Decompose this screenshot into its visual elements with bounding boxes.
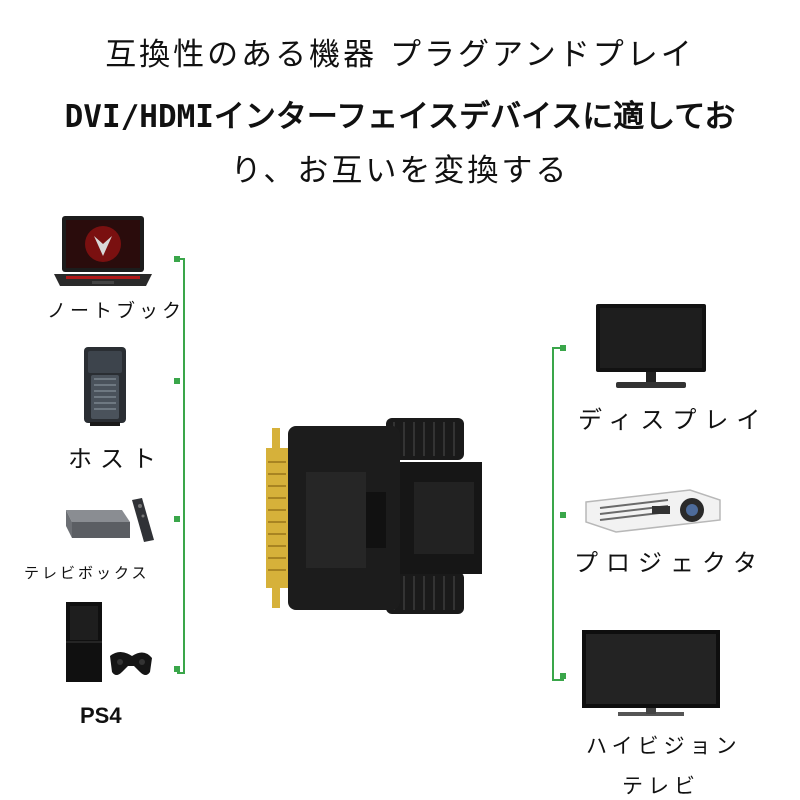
device-label-hdtv-line-1: ハイビジョン: [586, 734, 742, 758]
connector-dot: [560, 512, 566, 518]
device-label-tv-box: テレビボックス: [24, 564, 150, 582]
connector-dot: [560, 345, 566, 351]
right-connector-bracket: [552, 347, 564, 681]
headline-line-3: り、お互いを変換する: [230, 153, 570, 189]
device-label-ps4: PS4: [80, 703, 122, 728]
device-label-host: ホスト: [68, 445, 164, 473]
connector-dot: [560, 673, 566, 679]
connector-dot: [174, 378, 180, 384]
device-label-display: ディスプレイ: [578, 406, 769, 434]
laptop-icon: [50, 214, 156, 290]
monitor-icon: [592, 302, 710, 392]
left-connector-bracket: [177, 258, 185, 674]
connector-dot: [174, 666, 180, 672]
projector-icon: [580, 484, 725, 536]
headline-line-2: DVI/HDMIインターフェイスデバイスに適してお: [64, 99, 736, 135]
hd-tv-icon: [578, 628, 724, 720]
game-console-icon: [62, 600, 154, 684]
tv-box-icon: [58, 492, 158, 548]
device-label-projector: プロジェクタ: [574, 549, 766, 577]
device-label-hdtv-line-2: テレビ: [622, 774, 700, 798]
device-label-notebook: ノートブック: [47, 300, 186, 322]
connector-dot: [174, 256, 180, 262]
dvi-hdmi-adapter-icon: [262, 412, 482, 622]
headline-line-1: 互換性のある機器 プラグアンドプレイ: [105, 37, 695, 73]
connector-dot: [174, 516, 180, 522]
desktop-tower-icon: [80, 345, 130, 427]
